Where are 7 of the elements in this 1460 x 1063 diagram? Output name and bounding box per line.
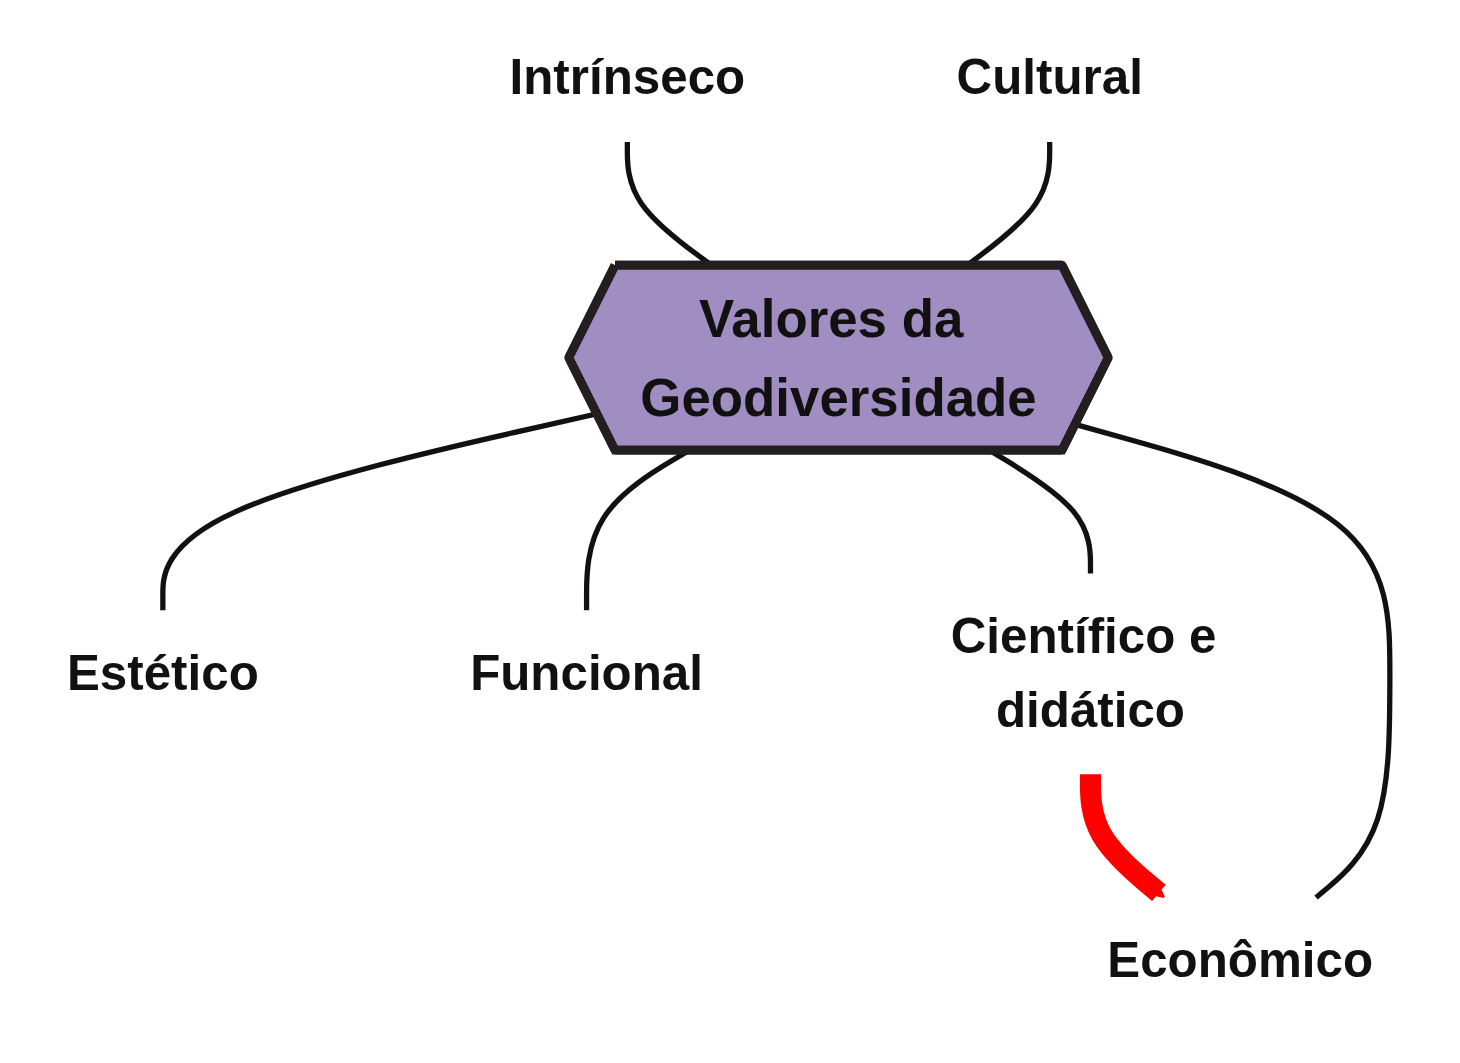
node-text: Econômico [1107,932,1374,988]
connector [1075,422,1393,900]
node-text: Funcional [470,645,704,701]
node-text: Científico e didático [950,608,1217,738]
node-text: Cultural [956,50,1143,106]
node-text: Intrínseco [509,50,746,106]
node-text: Estético [66,645,259,701]
